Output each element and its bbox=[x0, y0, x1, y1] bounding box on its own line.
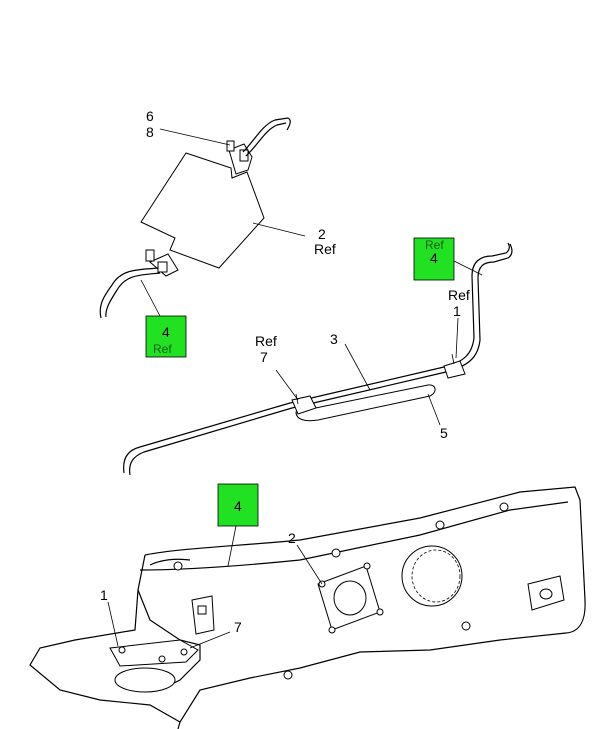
lower-tube bbox=[99, 267, 159, 319]
control-module-assembly bbox=[99, 117, 291, 319]
callout-7-mid: 7 bbox=[260, 349, 268, 365]
hotspot-4-left-ref: Ref bbox=[153, 342, 172, 356]
grommet-bolt-3 bbox=[376, 608, 384, 616]
callout-1-ref: Ref bbox=[448, 287, 470, 303]
floor-plate bbox=[109, 639, 199, 667]
bottom-fastener-1 bbox=[461, 621, 471, 631]
upper-nut bbox=[239, 149, 249, 162]
leader-2-top bbox=[252, 222, 306, 237]
upper-tube-inner bbox=[245, 122, 287, 157]
clip-right-pin bbox=[451, 353, 455, 365]
floor-edge bbox=[29, 554, 181, 723]
callout-6: 6 bbox=[146, 108, 154, 124]
panel-outline bbox=[144, 486, 586, 729]
panel-upper-edge bbox=[139, 501, 569, 571]
leader-7-mid bbox=[275, 369, 299, 401]
top-fastener-1 bbox=[173, 561, 183, 571]
tube-assembly bbox=[123, 242, 513, 476]
top-fastener-3 bbox=[435, 520, 445, 530]
callout-2-ref: Ref bbox=[314, 241, 336, 257]
plate-fastener-right bbox=[180, 648, 188, 656]
lower-fitting bbox=[145, 249, 155, 262]
hotspot-4-left-num: 4 bbox=[162, 324, 170, 340]
hotspot-4-bottom-num: 4 bbox=[234, 498, 242, 514]
grommet-hole bbox=[333, 580, 367, 616]
callout-7-bottom: 7 bbox=[234, 619, 242, 635]
round-cover-ring bbox=[411, 549, 461, 603]
clip-left bbox=[291, 395, 317, 415]
hotspot-4-right-ref: Ref bbox=[425, 238, 444, 252]
callout-1-mid: 1 bbox=[453, 303, 461, 319]
control-module bbox=[140, 152, 265, 269]
right-bracket-hole bbox=[539, 588, 553, 600]
plate-fastener-mid bbox=[158, 655, 166, 663]
heat-shield bbox=[295, 384, 436, 422]
leader-4-right bbox=[451, 259, 483, 276]
leader-1-mid bbox=[455, 317, 459, 359]
bottom-fastener-2 bbox=[283, 670, 293, 680]
leader-7-bottom bbox=[189, 631, 231, 649]
plate-fastener-left bbox=[118, 646, 126, 654]
floor-inner bbox=[137, 589, 201, 691]
hotspot-4-right[interactable]: Ref 4 bbox=[413, 237, 455, 281]
hotspot-4-bottom[interactable]: 4 bbox=[217, 483, 259, 527]
vehicle-body-panel bbox=[29, 486, 586, 729]
leader-4-bottom bbox=[227, 525, 237, 567]
round-cover bbox=[401, 545, 463, 607]
top-fastener-4 bbox=[499, 502, 509, 512]
grommet-bolt-4 bbox=[328, 626, 336, 634]
callout-3: 3 bbox=[330, 331, 338, 347]
callout-7-ref: Ref bbox=[255, 333, 277, 349]
brake-tube bbox=[129, 243, 513, 476]
leader-3 bbox=[344, 343, 371, 391]
leader-6 bbox=[159, 128, 231, 146]
lower-nut bbox=[157, 261, 168, 273]
leader-2-bottom bbox=[296, 544, 323, 585]
upper-tube bbox=[242, 117, 291, 153]
hotspot-4-right-num: 4 bbox=[430, 250, 438, 266]
leader-4-left bbox=[140, 279, 161, 317]
callout-5: 5 bbox=[440, 425, 448, 441]
brake-tube-inner bbox=[123, 242, 510, 474]
callout-8: 8 bbox=[146, 124, 154, 140]
upper-fitting bbox=[226, 140, 235, 152]
floor-recess bbox=[114, 667, 176, 693]
wall-bracket bbox=[191, 595, 215, 635]
callout-2-bottom: 2 bbox=[288, 530, 296, 546]
top-fastener-2 bbox=[331, 548, 341, 558]
clip-right bbox=[443, 360, 466, 379]
hotspot-4-left[interactable]: 4 Ref bbox=[145, 315, 187, 358]
wall-bracket-block bbox=[197, 605, 207, 615]
leader-1-bottom bbox=[107, 601, 119, 647]
callout-1-bottom: 1 bbox=[100, 587, 108, 603]
grommet-bolt-2 bbox=[363, 562, 371, 570]
leader-5 bbox=[427, 393, 441, 426]
lower-tube-inner bbox=[105, 272, 161, 318]
panel-lip bbox=[149, 558, 191, 566]
callout-2-top: 2 bbox=[318, 226, 326, 242]
